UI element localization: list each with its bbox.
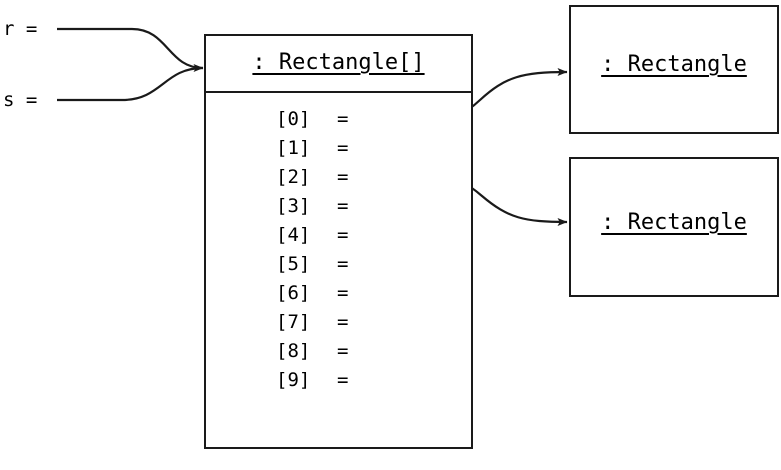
array-slot-index: [0] xyxy=(276,108,311,130)
array-slot-equals: = xyxy=(337,195,349,217)
rectangle-object-title-2: : Rectangle xyxy=(571,211,777,235)
array-slot-index: [7] xyxy=(276,311,311,333)
array-slot-row: [1] = xyxy=(206,139,471,168)
array-object-box: : Rectangle[] [0]=[1]=[2]=[3]=[4]=[5]=[6… xyxy=(204,34,473,449)
array-slot-index: [4] xyxy=(276,224,311,246)
rectangle-object-title-text-1: : Rectangle xyxy=(601,52,747,77)
rectangle-object-title-text-2: : Rectangle xyxy=(601,210,747,235)
array-slot-row: [0] = xyxy=(206,110,471,139)
array-slot-row: [6] = xyxy=(206,284,471,313)
connector-r-to-array xyxy=(57,27,204,72)
array-slot-row: [2] = xyxy=(206,168,471,197)
array-slot-row: [3] = xyxy=(206,197,471,226)
rectangle-object-box-1: : Rectangle xyxy=(569,5,779,134)
array-slot-row: [7] = xyxy=(206,313,471,342)
variable-label-s: s = xyxy=(3,89,38,111)
array-slot-index: [6] xyxy=(276,282,311,304)
array-slot-equals: = xyxy=(337,253,349,275)
array-slot-equals: = xyxy=(337,311,349,333)
array-slot-index: [1] xyxy=(276,137,311,159)
array-slot-equals: = xyxy=(337,166,349,188)
array-slot-index: [3] xyxy=(276,195,311,217)
array-slot-equals: = xyxy=(337,224,349,246)
array-object-title: : Rectangle[] xyxy=(206,51,471,75)
connector-s-to-array xyxy=(57,66,204,102)
array-slot-row: [4] = xyxy=(206,226,471,255)
rectangle-object-title-1: : Rectangle xyxy=(571,53,777,77)
array-slot-index: [9] xyxy=(276,369,311,391)
rectangle-object-box-2: : Rectangle xyxy=(569,157,779,297)
variable-label-r: r = xyxy=(3,18,38,40)
array-slot-row: [8] = xyxy=(206,342,471,371)
array-slot-equals: = xyxy=(337,340,349,362)
array-object-title-text: : Rectangle[] xyxy=(252,50,425,75)
array-slot-index: [5] xyxy=(276,253,311,275)
array-slot-row: [5] = xyxy=(206,255,471,284)
array-slot-equals: = xyxy=(337,369,349,391)
array-slot-index: [8] xyxy=(276,340,311,362)
array-object-header: : Rectangle[] xyxy=(206,36,471,93)
array-slot-equals: = xyxy=(337,282,349,304)
array-slot-index: [2] xyxy=(276,166,311,188)
array-slot-row: [9] = xyxy=(206,371,471,400)
array-slot-equals: = xyxy=(337,137,349,159)
array-slot-equals: = xyxy=(337,108,349,130)
